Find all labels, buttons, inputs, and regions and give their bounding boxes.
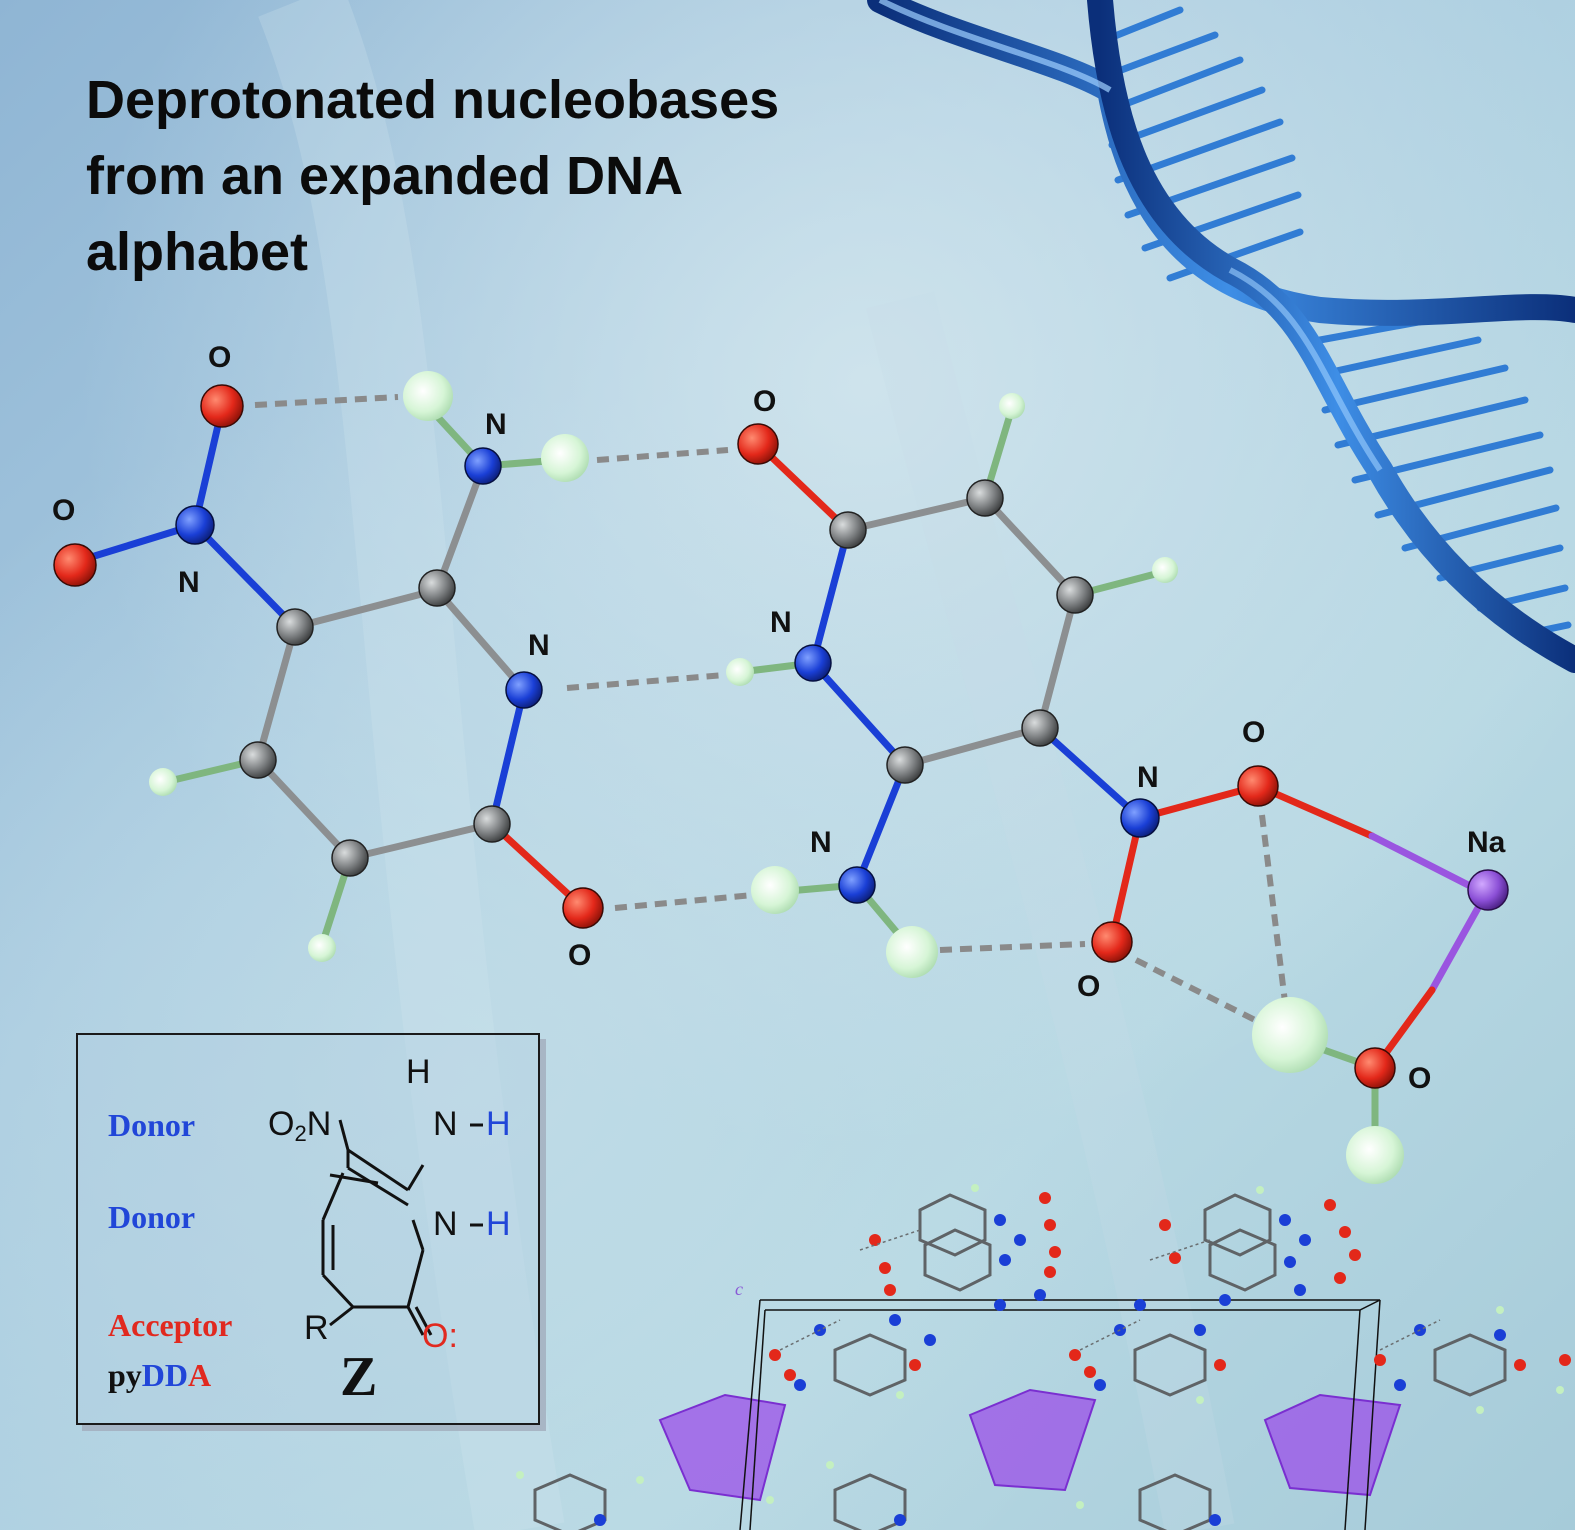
atom-h [541,434,589,482]
label-o: O [568,939,591,972]
left-base-atoms [53,371,604,962]
atom-o [562,887,604,929]
atom-h [999,393,1025,419]
atom-h [149,768,177,796]
atom-c [829,511,867,549]
title-line-3: alphabet [86,222,309,282]
amino-n: N [433,1105,458,1143]
atom-n [464,447,502,485]
atom-c [473,805,511,843]
base-letter-z: Z [340,1346,378,1408]
atom-c [1056,576,1094,614]
atom-o [200,384,244,428]
ring-n: N [433,1205,458,1243]
label-n: N [178,566,200,599]
base-pair-code: pyDDA [108,1357,211,1394]
title-line-1: Deprotonated nucleobases [86,70,780,130]
dna-helix [867,0,1575,673]
pyDDA-structure [321,1119,483,1336]
atom-h [1252,997,1328,1073]
label-o: O [753,385,776,418]
amino-h-top: H [406,1053,431,1091]
carbonyl-acceptor: O: [422,1317,458,1355]
title-line-2: from an expanded DNA [86,146,684,206]
left-base-bonds [71,396,584,949]
atom-na [1467,869,1509,911]
crystal-packing: c [516,1184,1571,1530]
label-na: Na [1467,826,1506,859]
atom-c [239,741,277,779]
r-group: R [304,1309,329,1347]
atom-o [53,543,97,587]
code-dd: DD [141,1357,189,1393]
atom-labels: O O N N N O O N N N O O Na O [52,341,1506,1095]
donor-label-1: Donor [108,1107,196,1143]
nitro-group: O2N [268,1105,332,1146]
atom-o [1091,921,1133,963]
atom-c [418,569,456,607]
amino-h-donor: H [486,1105,511,1143]
code-prefix: py [108,1357,142,1393]
code-a: A [188,1357,212,1393]
atom-o [1354,1047,1396,1089]
atom-o [1237,765,1279,807]
label-o: O [1408,1062,1431,1095]
atom-n [505,671,543,709]
atom-h [308,934,336,962]
ring-h-donor: H [486,1205,511,1243]
atom-o [737,423,779,465]
label-n: N [528,629,550,662]
atom-h [886,926,938,978]
label-n: N [770,606,792,639]
atom-h [1346,1126,1404,1184]
atom-c [276,608,314,646]
hydrogen-bonds [254,394,1288,1023]
atom-c [886,746,924,784]
label-n: N [810,826,832,859]
atom-c [966,479,1004,517]
atom-n [1120,798,1160,838]
title: Deprotonated nucleobases from an expande… [86,62,906,290]
crystal-axis-c: c [735,1279,743,1299]
label-o: O [208,341,231,374]
atom-h [751,866,799,914]
atom-n [175,505,215,545]
label-o: O [1242,716,1265,749]
atom-h [726,658,754,686]
atom-h [1152,557,1178,583]
atom-n [838,866,876,904]
atom-c [1021,709,1059,747]
atom-h [403,371,453,421]
label-n: N [1137,761,1159,794]
label-o: O [1077,970,1100,1003]
label-n: N [485,408,507,441]
atom-n [794,644,832,682]
donor-label-2: Donor [108,1199,196,1235]
nucleobase-legend-box: Donor Donor Acceptor pyDDA H O2N [76,1033,540,1425]
acceptor-label: Acceptor [108,1307,233,1343]
right-base-atoms [726,393,1509,1184]
atom-c [331,839,369,877]
label-o: O [52,494,75,527]
